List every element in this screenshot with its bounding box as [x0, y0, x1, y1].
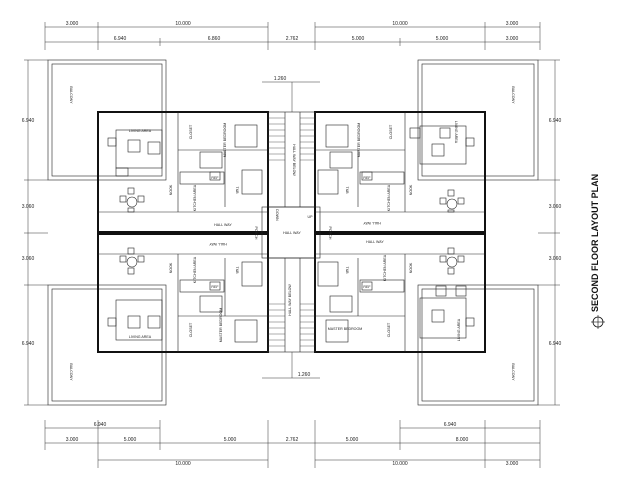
master-bedroom-label: MASTER BEDROOM — [357, 123, 361, 158]
balcony-label: BALCONY — [511, 86, 515, 104]
dim-top-6: 6.860 — [208, 36, 221, 42]
nook-label: NOOK — [409, 184, 413, 195]
balcony-bottom-right: BALCONY — [417, 284, 539, 406]
dim-bottom-2: 6.940 — [444, 422, 457, 428]
ref-label: REF — [363, 285, 371, 289]
living-area-label: LIVING AREA — [454, 121, 458, 144]
dim-left-3: 3.060 — [22, 256, 35, 262]
plan-title: SECOND FLOOR LAYOUT PLAN — [590, 174, 600, 312]
nook-label: NOOK — [169, 184, 173, 195]
living-area-label: LIVING AREA — [129, 335, 152, 339]
dim-top-5: 6.940 — [114, 36, 127, 42]
closet-label: CLOSET — [189, 124, 193, 139]
dim-bottom-3: 3.000 — [66, 437, 79, 443]
toilet-label: T&B — [345, 187, 349, 195]
balcony-label: BALCONY — [69, 86, 73, 104]
dim-bottom-9: 10.000 — [175, 461, 191, 467]
dim-bottom-8: 8.000 — [456, 437, 469, 443]
dim-top-10: 3.000 — [506, 36, 519, 42]
dim-right-4: 6.940 — [549, 341, 562, 347]
kitchen-area-label: KITCHEN AREA — [193, 256, 197, 283]
central-stair-top: HALL WAY BELOW 1.260 — [262, 76, 320, 208]
dim-top-7: 2.762 — [286, 36, 299, 42]
dim-left-4: 6.940 — [22, 341, 35, 347]
left-dimension-lines: 6.940 3.060 3.060 6.940 — [22, 59, 48, 406]
dim-bottom-1: 6.940 — [94, 422, 107, 428]
hall-way-below-label: HALL WAY BELOW — [292, 144, 296, 176]
dim-top-3: 10.000 — [392, 21, 408, 27]
dim-right-1: 6.940 — [549, 118, 562, 124]
closet-label: CLOSET — [189, 322, 193, 337]
dim-bottom-10: 10.000 — [392, 461, 408, 467]
balcony-top-right: BALCONY — [417, 59, 539, 181]
central-hall-label: HALL WAY — [283, 231, 301, 235]
unit-top-left: LIVING AREA KITCHEN AREA NOOK REF MASTER… — [107, 112, 268, 213]
top-dimension-lines: 3.000 10.000 10.000 3.000 6.940 6.860 2.… — [44, 21, 541, 50]
right-dimension-lines: 6.940 3.060 3.060 6.940 — [538, 59, 562, 406]
unit-bottom-left: LIVING AREA KITCHEN AREA NOOK REF MASTER… — [107, 247, 268, 352]
master-bedroom-label: MASTER BEDROOM — [328, 327, 363, 331]
closet-label: CLOSET — [389, 124, 393, 139]
hall-way-label-left-top: HALL WAY — [214, 223, 232, 227]
dim-top-1: 3.000 — [66, 21, 79, 27]
up-label: UP — [308, 215, 314, 219]
balcony-bottom-left: BALCONY — [47, 284, 167, 406]
living-area-label: LIVING AREA — [129, 129, 152, 133]
toilet-label: T&B — [235, 267, 239, 275]
stair-dim-top: 1.260 — [274, 76, 287, 82]
dim-bottom-7: 5.000 — [346, 437, 359, 443]
closet-label: CLOSET — [387, 322, 391, 337]
dim-bottom-5: 5.000 — [224, 437, 237, 443]
ref-label: REF — [211, 176, 219, 180]
hall-way-label-left: HALL WAY — [209, 242, 227, 246]
dim-bottom-6: 2.762 — [286, 437, 299, 443]
dim-top-8: 5.000 — [352, 36, 365, 42]
stair-dim-bottom: 1.260 — [298, 372, 311, 378]
bottom-dimension-lines: 6.940 6.940 3.000 5.000 5.000 2.762 5.00… — [44, 420, 541, 468]
dim-top-2: 10.000 — [175, 21, 191, 27]
ref-label: REF — [363, 176, 371, 180]
dim-bottom-11: 3.000 — [506, 461, 519, 467]
toilet-label: T&B — [345, 267, 349, 275]
dim-left-2: 3.060 — [22, 204, 35, 210]
unit-top-right: LIVING AREA KITCHEN AREA NOOK REF MASTER… — [315, 112, 475, 213]
central-stair-bottom: HALL WAY BELOW 1.260 — [262, 257, 320, 379]
dim-bottom-4: 5.000 — [124, 437, 137, 443]
kitchen-area-label: KITCHEN AREA — [387, 184, 391, 211]
unit-bottom-right: LIVING AREA KITCHEN AREA NOOK REF MASTER… — [315, 247, 475, 352]
nook-label: NOOK — [409, 262, 413, 273]
dim-top-9: 5.000 — [436, 36, 449, 42]
down-label: DOWN — [275, 209, 279, 221]
master-bedroom-label: MASTER BEDROOM — [219, 308, 223, 343]
hall-way-label-right: HALL WAY — [366, 240, 384, 244]
balcony-top-left: BALCONY — [47, 59, 167, 181]
living-area-label: LIVING AREA — [457, 318, 461, 341]
plan-title-block: SECOND FLOOR LAYOUT PLAN — [590, 174, 605, 329]
balcony-label: BALCONY — [511, 363, 515, 381]
hall-way-label-right-top: HALL WAY — [363, 221, 381, 225]
master-bedroom-label: MASTER BEDROOM — [223, 123, 227, 158]
balcony-label: BALCONY — [69, 363, 73, 381]
porch-right-label: PORCH — [328, 227, 332, 240]
dim-right-3: 3.060 — [549, 256, 562, 262]
dim-left-1: 6.940 — [22, 118, 35, 124]
central-hall: HALL WAY PORCH PORCH HALL WAY HALL WAY H… — [209, 206, 384, 259]
kitchen-area-label: KITCHEN AREA — [383, 254, 387, 281]
dim-top-4: 3.000 — [506, 21, 519, 27]
dim-right-2: 3.060 — [549, 204, 562, 210]
kitchen-area-label: KITCHEN AREA — [193, 184, 197, 211]
nook-label: NOOK — [169, 262, 173, 273]
ref-label: REF — [211, 285, 219, 289]
porch-left-label: PORCH — [254, 227, 258, 240]
toilet-label: T&B — [235, 187, 239, 195]
hall-way-below-label: HALL WAY BELOW — [288, 284, 292, 316]
